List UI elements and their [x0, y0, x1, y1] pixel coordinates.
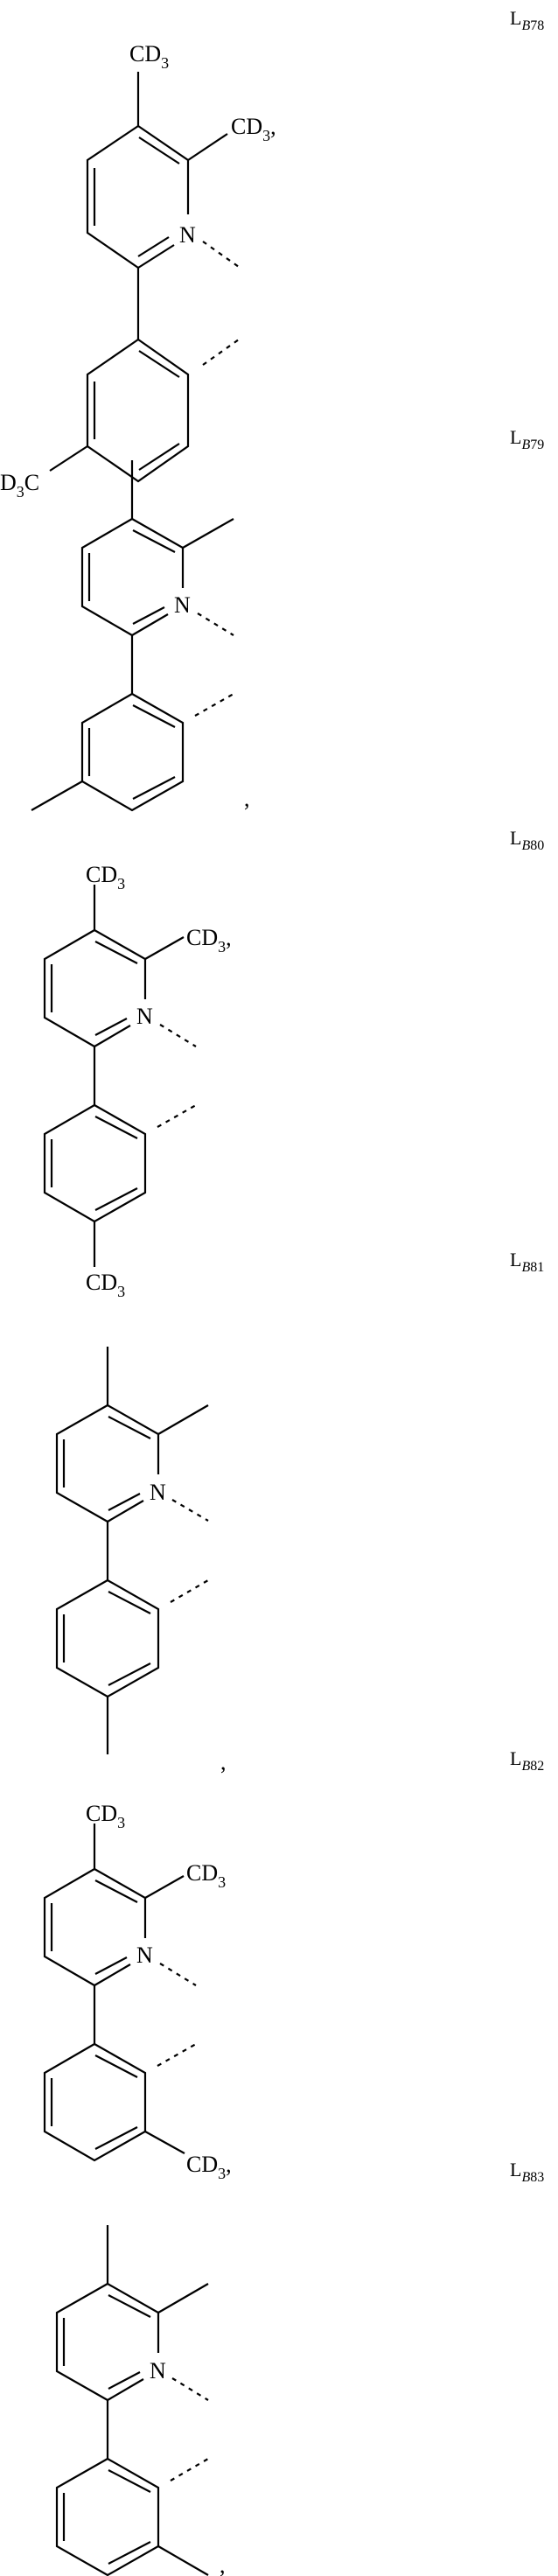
ligand-lb80: LB80 CD3 CD3, N CD3: [45, 827, 544, 1300]
cd3-label-c2: CD3,: [186, 925, 232, 956]
phenyl-ring: [50, 268, 239, 481]
trailing-comma: ,: [220, 2552, 226, 2576]
nitrogen-atom: N: [174, 592, 191, 618]
cd3-label-c3: CD3: [86, 862, 125, 892]
cd3-label-c3: CD3: [129, 41, 169, 72]
ligand-label: LB81: [510, 1249, 544, 1275]
ligand-label: LB78: [510, 7, 544, 33]
ligand-label: LB79: [510, 426, 544, 452]
ligand-label: LB83: [510, 2159, 544, 2185]
nitrogen-atom: N: [136, 1942, 153, 1968]
ligand-lb81: LB81 N ,: [57, 1249, 544, 1774]
nitrogen-atom: N: [150, 1480, 166, 1505]
trailing-comma: ,: [220, 1749, 227, 1774]
pyridine-ring: [87, 72, 239, 268]
ligand-label: LB80: [510, 827, 544, 853]
ligand-lb82: LB82 CD3 CD3 N CD3,: [45, 1747, 544, 2182]
cd3-label-c2: CD3,: [231, 114, 276, 144]
cd3-label-phenyl: CD3,: [186, 2152, 232, 2182]
nitrogen-atom: N: [136, 1004, 153, 1029]
cd3-label-c2: CD3: [186, 1860, 226, 1891]
trailing-comma: ,: [244, 786, 250, 811]
nitrogen-atom: N: [150, 2358, 166, 2384]
d3c-label: D3C: [0, 470, 39, 500]
ligand-label: LB82: [510, 1747, 544, 1774]
ligand-lb78: LB78 N CD3 CD3, D3C: [0, 7, 544, 500]
cd3-label-phenyl: CD3: [86, 1270, 125, 1300]
nitrogen-atom: N: [179, 222, 196, 248]
ligand-lb83: LB83 N ,: [57, 2159, 544, 2576]
ligand-lb79: LB79 N ,: [31, 426, 544, 811]
cd3-label-c3: CD3: [86, 1801, 125, 1831]
